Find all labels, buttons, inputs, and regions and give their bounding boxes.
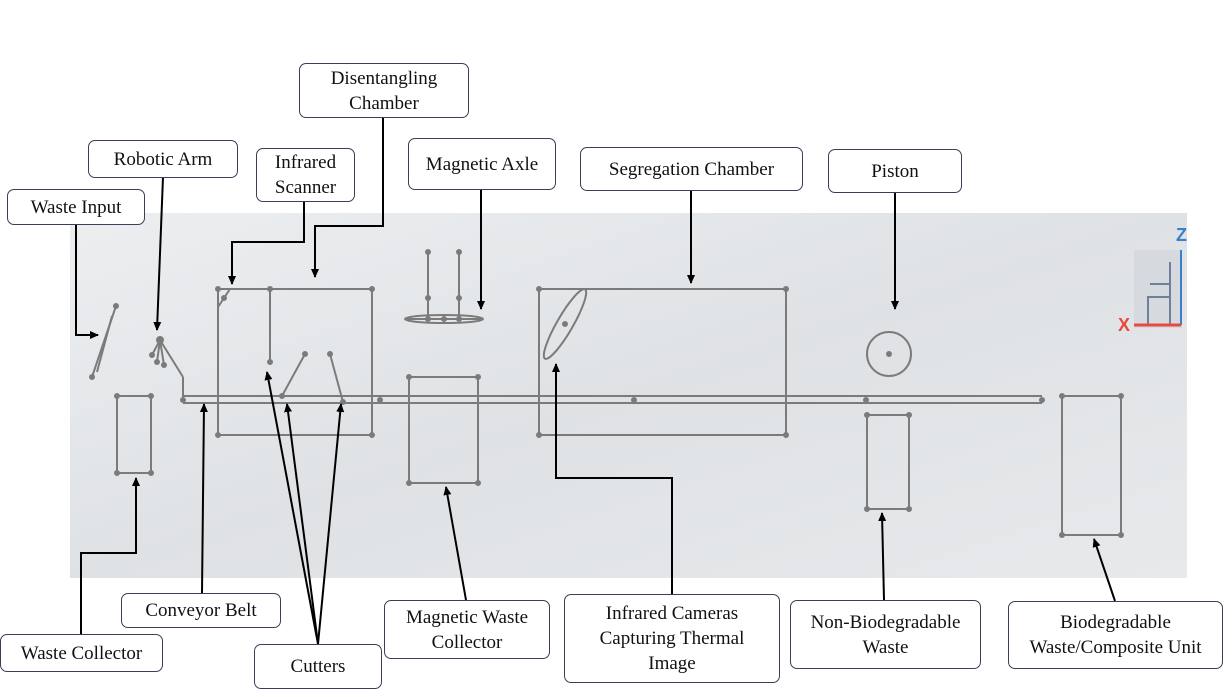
label-waste-collector: Waste Collector (0, 634, 163, 672)
non-biodegradable-bin (866, 414, 910, 510)
robotic-arm-shape (149, 336, 184, 402)
label-cutters: Cutters (254, 644, 382, 689)
arrow-cutter-2 (284, 403, 319, 645)
arrow-non-biodegradable (878, 512, 887, 601)
arrow-magnetic-waste-collector (443, 486, 467, 601)
arrow-infrared-cameras (552, 363, 673, 594)
arrow-disentangling-chamber (311, 117, 384, 278)
z-axis-label: Z (1176, 225, 1187, 245)
arrow-biodegradable (1092, 538, 1116, 602)
label-non-biodegradable-waste: Non-Biodegradable Waste (790, 600, 981, 669)
label-disentangling-chamber: Disentangling Chamber (299, 63, 469, 118)
magnetic-waste-collector-bin (408, 376, 479, 484)
label-conveyor-belt: Conveyor Belt (121, 593, 281, 628)
label-infrared-scanner: Infrared Scanner (256, 148, 355, 202)
arrow-cutter-3 (317, 403, 345, 645)
machine-geometry (89, 249, 1124, 538)
x-axis-label: X (1118, 315, 1130, 335)
segregation-chamber-shape (538, 288, 787, 436)
piston-shape (866, 331, 912, 377)
label-magnetic-waste-collector: Magnetic Waste Collector (384, 600, 550, 659)
arrow-conveyor-belt (199, 403, 208, 594)
label-magnetic-axle: Magnetic Axle (408, 138, 556, 190)
arrow-cutter-1 (264, 371, 319, 645)
label-segregation-chamber: Segregation Chamber (580, 147, 803, 191)
label-biodegradable-waste: Biodegradable Waste/Composite Unit (1008, 601, 1223, 669)
leader-arrows (75, 117, 1116, 645)
label-piston: Piston (828, 149, 962, 193)
label-infrared-cameras: Infrared Cameras Capturing Thermal Image (564, 594, 780, 683)
arrow-waste-collector (80, 477, 140, 634)
biodegradable-bin (1061, 395, 1122, 536)
arrow-infrared-scanner (228, 202, 305, 285)
magnetic-axle-shape (404, 249, 484, 324)
label-waste-input: Waste Input (7, 189, 145, 225)
conveyor-belt-shape (180, 395, 1045, 404)
axis-gizmo: Z X (1118, 225, 1187, 335)
waste-collector-bin (116, 395, 152, 474)
label-robotic-arm: Robotic Arm (88, 140, 238, 178)
infrared-camera-lens (542, 288, 588, 360)
disentangling-chamber-shape (217, 288, 373, 436)
arrow-robotic-arm (153, 176, 164, 331)
arrow-waste-input (75, 224, 99, 339)
cutter-blade-1 (281, 353, 306, 397)
cutter-blade-2 (329, 353, 344, 403)
